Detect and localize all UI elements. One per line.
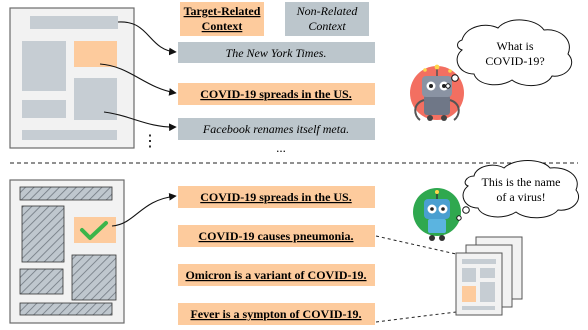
- bottom-document: [9, 179, 125, 324]
- bottom-item-2: COVID-19 causes pneumonia.: [198, 229, 353, 243]
- top-arrow-2: [99, 63, 177, 96]
- robot-happy-icon: [413, 188, 461, 241]
- top-doc-target-block: [74, 41, 117, 67]
- legend-target-line2: Context: [202, 19, 243, 33]
- bottom-link-top: [375, 235, 457, 255]
- top-item-3-box: [178, 118, 375, 140]
- document-stack-icon: [455, 236, 523, 316]
- bottom-item-2-box: [178, 225, 375, 247]
- top-arrow-3: [103, 111, 177, 132]
- legend: Target-Related Context Non-Related Conte…: [180, 2, 369, 36]
- bottom-link-bottom: [375, 311, 457, 323]
- top-ellipsis: ...: [276, 140, 286, 155]
- top-context-list: The New York Times. COVID-19 spreads in …: [178, 42, 375, 155]
- top-speech-bubble: What is COVID-19?: [445, 19, 573, 89]
- bottom-item-4: Fever is a sympton of COVID-19.: [190, 307, 361, 321]
- bottom-item-1-box: [178, 186, 375, 208]
- legend-nonrelated-line1: Non-Related: [296, 4, 359, 18]
- top-side-dots: ⋮: [142, 133, 158, 150]
- legend-nonrelated-swatch: [285, 2, 369, 36]
- bottom-item-3-box: [178, 264, 375, 286]
- legend-target-line1: Target-Related: [184, 4, 261, 18]
- top-arrow-1: [117, 21, 177, 56]
- top-item-1-box: [178, 42, 375, 63]
- check-icon: [80, 221, 108, 240]
- bottom-context-list: COVID-19 spreads in the US. COVID-19 cau…: [178, 186, 375, 325]
- bottom-bubble-line1: This is the name: [482, 175, 561, 189]
- bottom-bubble-line2: of a virus!: [496, 190, 545, 204]
- bottom-item-4-box: [178, 303, 375, 325]
- bottom-speech-bubble: This is the name of a virus!: [456, 160, 580, 221]
- bottom-item-3: Omicron is a variant of COVID-19.: [185, 268, 366, 282]
- top-bubble-line2: COVID-19?: [485, 54, 544, 68]
- top-item-3: Facebook renames itself meta.: [202, 122, 349, 136]
- top-item-1: The New York Times.: [226, 46, 327, 60]
- robot-confused-icon: [410, 64, 464, 121]
- top-item-2-box: [178, 83, 375, 105]
- bottom-item-1: COVID-19 spreads in the US.: [200, 190, 351, 204]
- legend-target-swatch: [180, 2, 264, 36]
- top-document: [9, 7, 135, 149]
- top-bubble-line1: What is: [497, 39, 534, 53]
- legend-nonrelated-line2: Context: [308, 19, 346, 33]
- bottom-arrow: [111, 192, 177, 227]
- top-item-2: COVID-19 spreads in the US.: [200, 87, 351, 101]
